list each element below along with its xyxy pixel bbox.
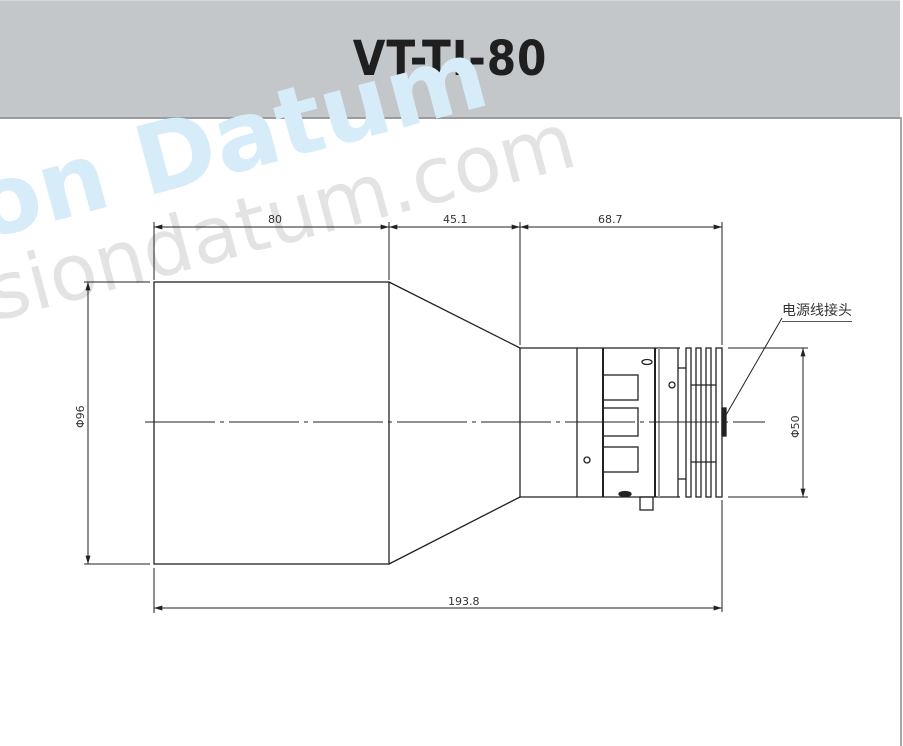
dim-front-length: 80	[268, 213, 282, 226]
dim-front-diameter: Φ96	[74, 405, 87, 428]
dim-total-length: 193.8	[448, 595, 480, 608]
frame-border	[900, 117, 902, 746]
front-body-outline	[153, 281, 390, 565]
page-title: VT-TI-80	[352, 31, 548, 87]
power-connector-callout: 电源线接头	[782, 300, 852, 322]
dim-rear-diameter: Φ50	[789, 415, 802, 438]
title-header: VT-TI-80	[0, 0, 900, 119]
dim-rear-length: 68.7	[598, 213, 623, 226]
dim-taper-length: 45.1	[443, 213, 468, 226]
